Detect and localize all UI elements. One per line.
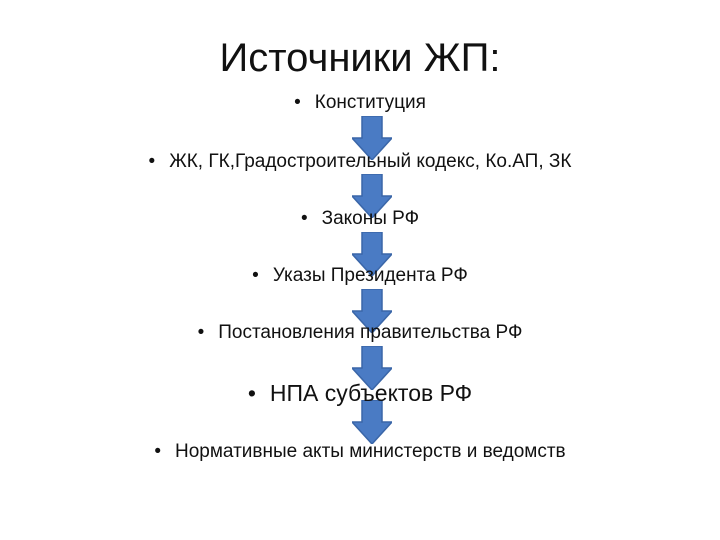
source-level-regional-acts: • НПА субъектов РФ	[0, 379, 720, 407]
source-level-government-resolutions: • Постановления правительства РФ	[0, 321, 720, 345]
arrow-down-icon	[352, 289, 392, 333]
source-label: Законы РФ	[321, 208, 420, 229]
bullet: •	[300, 208, 308, 229]
bullet: •	[247, 380, 256, 406]
source-level-presidential-decrees: • Указы Президента РФ	[0, 264, 720, 288]
source-level-constitution: • Конституция	[0, 91, 720, 115]
arrow-down-icon	[352, 346, 392, 390]
arrow-down-icon	[352, 116, 392, 160]
source-level-federal-laws: • Законы РФ	[0, 207, 720, 231]
arrow-down-icon	[352, 174, 392, 218]
source-label: Конституция	[314, 92, 426, 113]
bullet: •	[148, 151, 156, 172]
source-label: Указы Президента РФ	[272, 265, 468, 286]
slide-title: Источники ЖП:	[219, 36, 501, 80]
source-level-ministry-acts: • Нормативные акты министерств и ведомств	[0, 440, 720, 464]
source-label: Нормативные акты министерств и ведомств	[175, 441, 566, 462]
arrow-down-icon	[352, 232, 392, 276]
bullet: •	[154, 441, 162, 462]
source-label: НПА субъектов РФ	[269, 380, 473, 406]
source-label: Постановления правительства РФ	[218, 322, 523, 343]
bullet: •	[197, 322, 205, 343]
bullet: •	[294, 92, 301, 113]
source-level-codes: • ЖК, ГК,Градостроительный кодекс, Ко.АП,…	[0, 150, 720, 174]
arrow-down-icon	[352, 400, 392, 444]
source-label: ЖК, ГК,Градостроительный кодекс, Ко.АП, …	[169, 151, 572, 172]
bullet: •	[252, 265, 259, 286]
